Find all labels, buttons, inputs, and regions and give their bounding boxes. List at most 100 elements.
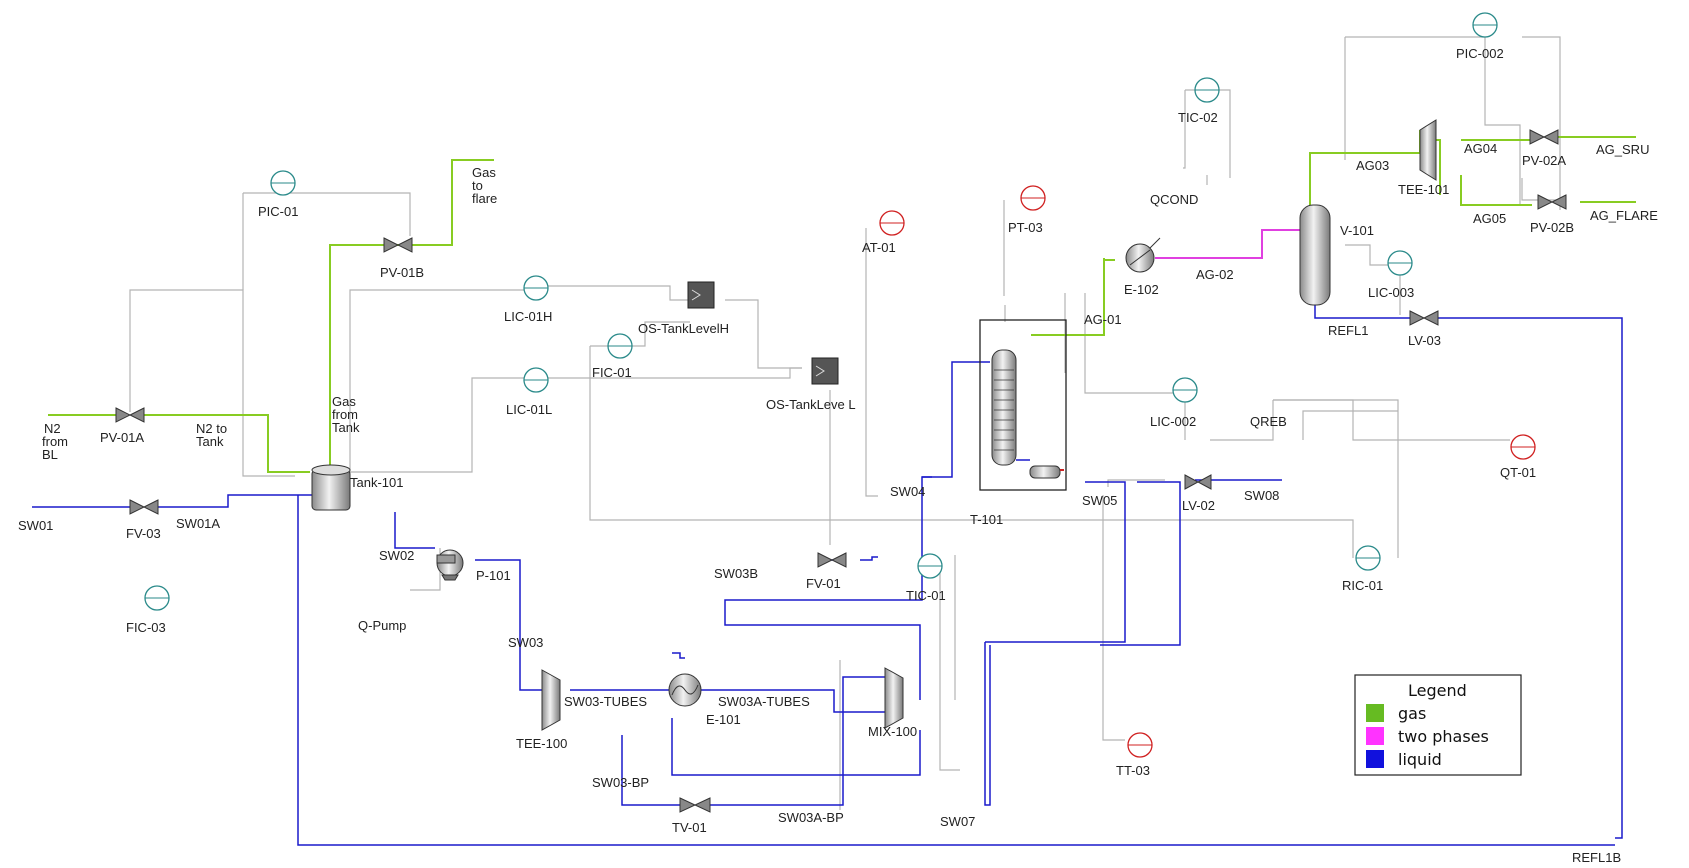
label-q-pump: Q-Pump (358, 618, 406, 633)
legend-item-two-phases: two phases (1398, 727, 1489, 746)
controller-fic-03[interactable] (144, 585, 170, 611)
label-sw08: SW08 (1244, 488, 1279, 503)
label-pic-01: PIC-01 (258, 204, 298, 219)
valve-tv-01[interactable] (679, 797, 711, 813)
label-tic-02: TIC-02 (1178, 110, 1218, 125)
label-n2-to-tank-1: N2 to (196, 421, 227, 436)
label-e-101: E-101 (706, 712, 741, 727)
label-sw01a: SW01A (176, 516, 220, 531)
label-fv-03: FV-03 (126, 526, 161, 541)
label-at-01: AT-01 (862, 240, 896, 255)
pump-p-101[interactable] (436, 549, 464, 581)
label-os-tanklevelh: OS-TankLevelH (638, 321, 729, 336)
label-tv-01: TV-01 (672, 820, 707, 835)
label-ag-02: AG-02 (1196, 267, 1234, 282)
label-ag-flare: AG_FLARE (1590, 208, 1658, 223)
label-os-tanklevell: OS-TankLeve L (766, 397, 856, 412)
controller-tic-02[interactable] (1194, 77, 1220, 103)
valve-lv-03[interactable] (1409, 310, 1439, 326)
label-gas-to-flare-1: Gas (472, 165, 496, 180)
label-tank-101: Tank-101 (350, 475, 403, 490)
condenser-e-102[interactable] (1125, 237, 1161, 273)
mixer-mix-100[interactable] (884, 667, 904, 729)
controllers (144, 12, 1536, 758)
label-n2-from-bl-2: from (42, 434, 68, 449)
controller-ric-01[interactable] (1355, 545, 1381, 571)
label-sw03-tubes: SW03-TUBES (564, 694, 647, 709)
label-pv-01a: PV-01A (100, 430, 144, 445)
label-n2-to-tank-2: Tank (196, 434, 224, 449)
controller-lic-002[interactable] (1172, 377, 1198, 403)
label-sw01: SW01 (18, 518, 53, 533)
column-t-101[interactable] (979, 319, 1067, 491)
legend-title: Legend (1408, 681, 1467, 700)
label-pv-02a: PV-02A (1522, 153, 1566, 168)
heat-exchanger-e-101[interactable] (668, 673, 702, 707)
label-sw03: SW03 (508, 635, 543, 650)
controller-lic-01h[interactable] (523, 275, 549, 301)
valve-fv-01[interactable] (817, 552, 847, 568)
label-fv-01: FV-01 (806, 576, 841, 591)
label-ag-01: AG-01 (1084, 312, 1122, 327)
label-ric-01: RIC-01 (1342, 578, 1383, 593)
label-gas-to-flare-3: flare (472, 191, 497, 206)
analyzer-qt-01[interactable] (1510, 434, 1536, 460)
label-lic-01l: LIC-01L (506, 402, 552, 417)
controller-pic-002[interactable] (1472, 12, 1498, 38)
label-v-101: V-101 (1340, 223, 1374, 238)
label-sw04: SW04 (890, 484, 925, 499)
tank-101[interactable] (311, 464, 351, 511)
valve-pv-02a[interactable] (1529, 129, 1559, 145)
label-fic-01: FIC-01 (592, 365, 632, 380)
valve-fv-03[interactable] (129, 499, 159, 515)
valve-pv-02b[interactable] (1537, 194, 1567, 210)
label-ag05: AG05 (1473, 211, 1506, 226)
selector-os-tanklevelh[interactable] (687, 281, 715, 309)
label-n2-from-bl-1: N2 (44, 421, 61, 436)
label-mix-100: MIX-100 (868, 724, 917, 739)
label-ag-sru: AG_SRU (1596, 142, 1649, 157)
label-sw03a-bp: SW03A-BP (778, 810, 844, 825)
valve-pv-01a[interactable] (115, 407, 145, 423)
label-ag04: AG04 (1464, 141, 1497, 156)
label-p-101: P-101 (476, 568, 511, 583)
legend-swatch-liquid (1366, 750, 1384, 768)
label-pv-01b: PV-01B (380, 265, 424, 280)
label-sw05: SW05 (1082, 493, 1117, 508)
label-refl1b: REFL1B (1572, 850, 1621, 865)
label-gas-from-tank-2: from (332, 407, 358, 422)
tee-100[interactable] (541, 669, 561, 731)
legend-swatch-two-phases (1366, 727, 1384, 745)
analyzer-tt-03[interactable] (1127, 732, 1153, 758)
valve-lv-02[interactable] (1184, 474, 1212, 490)
controller-lic-01l[interactable] (523, 367, 549, 393)
label-lv-02: LV-02 (1182, 498, 1215, 513)
controller-pic-01[interactable] (270, 170, 296, 196)
vessel-v-101[interactable] (1299, 204, 1331, 306)
label-gas-from-tank-3: Tank (332, 420, 360, 435)
label-gas-from-tank-1: Gas (332, 394, 356, 409)
label-tt-03: TT-03 (1116, 763, 1150, 778)
analyzer-pt-03[interactable] (1020, 185, 1046, 211)
label-gas-to-flare-2: to (472, 178, 483, 193)
label-sw03a-tubes: SW03A-TUBES (718, 694, 810, 709)
labels: PIC-01 PV-01B Gas to flare N2 from BL PV… (18, 46, 1658, 865)
tee-101[interactable] (1419, 119, 1437, 181)
label-e-102: E-102 (1124, 282, 1159, 297)
label-sw02: SW02 (379, 548, 414, 563)
label-qcond: QCOND (1150, 192, 1198, 207)
valve-pv-01b[interactable] (383, 237, 413, 253)
label-refl1: REFL1 (1328, 323, 1368, 338)
selector-os-tanklevell[interactable] (811, 357, 839, 385)
controller-lic-003[interactable] (1387, 250, 1413, 276)
controller-fic-01[interactable] (607, 333, 633, 359)
legend-item-gas: gas (1398, 704, 1426, 723)
label-lic-003: LIC-003 (1368, 285, 1414, 300)
analyzer-at-01[interactable] (879, 210, 905, 236)
label-qt-01: QT-01 (1500, 465, 1536, 480)
controller-tic-01[interactable] (917, 553, 943, 579)
label-tee-100: TEE-100 (516, 736, 567, 751)
label-pt-03: PT-03 (1008, 220, 1043, 235)
label-tic-01: TIC-01 (906, 588, 946, 603)
